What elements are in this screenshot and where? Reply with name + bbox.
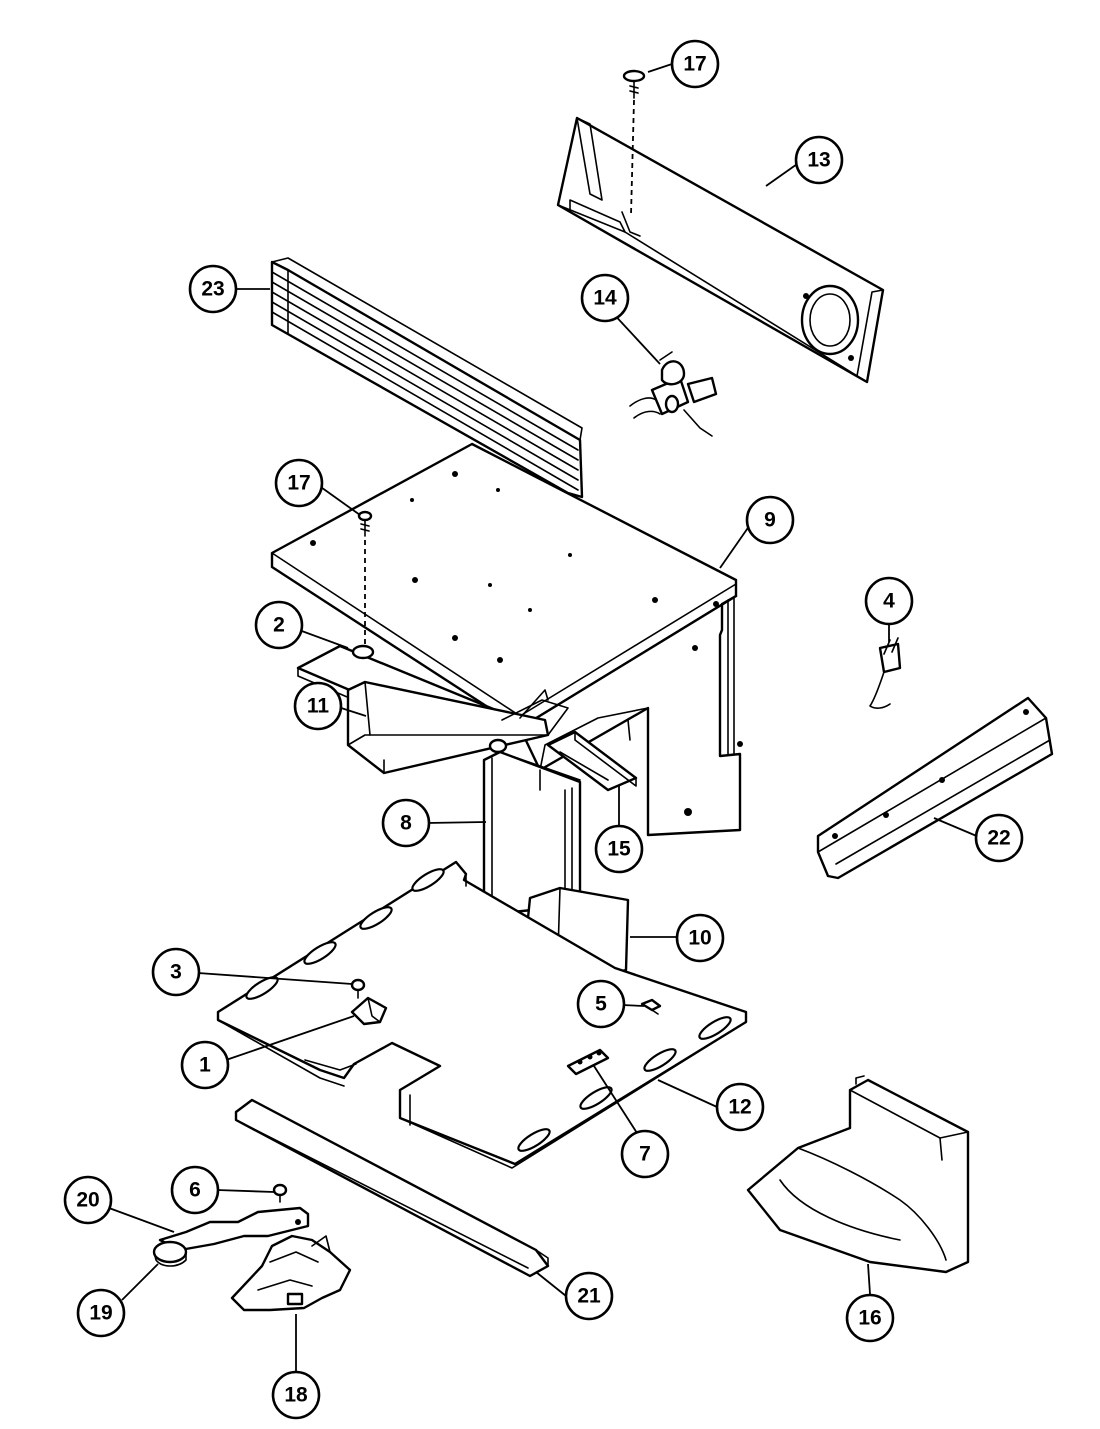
callout-17-middle: 17 <box>274 458 324 508</box>
callout-13: 13 <box>794 135 844 185</box>
svg-text:22: 22 <box>987 827 1010 850</box>
callout-18: 18 <box>271 1370 321 1420</box>
svg-text:14: 14 <box>593 287 617 310</box>
callout-17-top: 17 <box>670 39 720 89</box>
part-22-rail <box>816 696 1054 880</box>
callout-23: 23 <box>188 264 238 314</box>
svg-text:19: 19 <box>89 1302 112 1325</box>
callout-4: 4 <box>864 576 914 626</box>
callout-12: 12 <box>715 1082 765 1132</box>
callout-6: 6 <box>170 1165 220 1215</box>
svg-text:6: 6 <box>189 1179 201 1202</box>
part-6-screw <box>272 1183 288 1203</box>
part-16-tray <box>746 1075 970 1274</box>
svg-text:9: 9 <box>764 509 776 532</box>
part-15-bracket <box>546 730 638 792</box>
part-23-grille <box>270 257 584 499</box>
svg-text:20: 20 <box>76 1189 99 1212</box>
svg-text:11: 11 <box>307 695 330 718</box>
svg-text:10: 10 <box>688 927 711 950</box>
callout-20: 20 <box>63 1175 113 1225</box>
part-20-lever <box>158 1206 310 1252</box>
callout-2: 2 <box>254 600 304 650</box>
svg-text:17: 17 <box>683 53 706 76</box>
svg-text:15: 15 <box>607 838 631 861</box>
callout-9: 9 <box>745 495 795 545</box>
svg-text:8: 8 <box>400 812 412 835</box>
svg-text:17: 17 <box>287 472 310 495</box>
callout-10: 10 <box>675 913 725 963</box>
part-19-knob <box>152 1240 188 1267</box>
part-3-screw <box>350 978 366 999</box>
part-17-screw-middle <box>357 510 373 648</box>
svg-text:13: 13 <box>807 149 830 172</box>
part-12-base-pan <box>216 860 748 1169</box>
svg-text:23: 23 <box>201 278 224 301</box>
svg-text:18: 18 <box>284 1384 308 1407</box>
callout-11: 11 <box>293 681 343 731</box>
callout-8: 8 <box>381 798 431 848</box>
svg-text:21: 21 <box>577 1285 601 1308</box>
svg-text:4: 4 <box>883 590 895 613</box>
svg-text:2: 2 <box>273 614 285 637</box>
callout-21: 21 <box>564 1271 614 1321</box>
part-9-cabinet <box>270 442 743 837</box>
part-11-channel <box>346 680 569 775</box>
callout-1: 1 <box>180 1040 230 1090</box>
callout-7: 7 <box>620 1129 670 1179</box>
part-1-clip <box>350 996 388 1026</box>
callout-16: 16 <box>845 1293 895 1343</box>
part-4-power-cord <box>869 637 902 709</box>
svg-text:5: 5 <box>595 993 607 1016</box>
callout-14: 14 <box>580 273 630 323</box>
svg-text:3: 3 <box>170 961 182 984</box>
svg-text:16: 16 <box>858 1307 881 1330</box>
leader-lines <box>108 63 980 1374</box>
part-7-terminal-block <box>566 1048 610 1076</box>
part-17-screw-top <box>622 69 646 216</box>
part-5-screw <box>640 998 662 1015</box>
callout-3: 3 <box>151 947 201 997</box>
part-21-bar <box>234 1098 550 1278</box>
callout-5: 5 <box>576 979 626 1029</box>
part-18-latch <box>230 1234 352 1312</box>
callout-15: 15 <box>594 824 644 874</box>
part-13-rear-panel <box>556 116 885 384</box>
part-14-valve <box>629 351 718 437</box>
svg-text:1: 1 <box>199 1054 211 1077</box>
svg-text:12: 12 <box>728 1096 751 1119</box>
callout-19: 19 <box>76 1288 126 1338</box>
svg-text:7: 7 <box>639 1143 651 1166</box>
callout-22: 22 <box>974 813 1024 863</box>
